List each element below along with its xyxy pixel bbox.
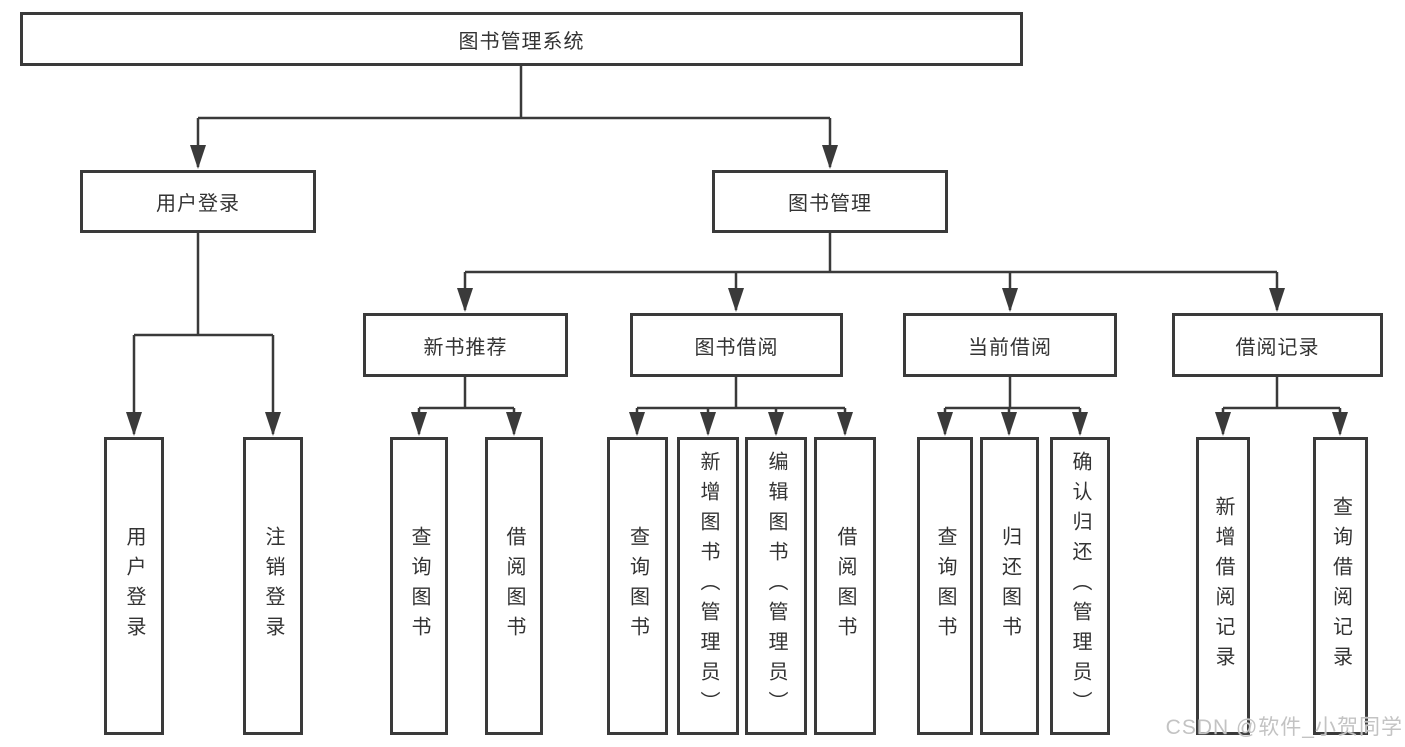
leaf-label: 新增借阅记录	[1212, 496, 1234, 676]
node-user-login-group: 用户登录	[80, 170, 316, 233]
leaf-label: 新增图书（管理员）	[697, 451, 719, 721]
node-leaf-add-borrow-record: 新增借阅记录	[1196, 437, 1250, 735]
node-leaf-borrow-books-1: 借阅图书	[485, 437, 543, 735]
leaf-label: 编辑图书（管理员）	[765, 451, 787, 721]
node-current-borrowing: 当前借阅	[903, 313, 1117, 377]
leaf-label: 查询图书	[934, 526, 956, 646]
node-leaf-edit-books-admin: 编辑图书（管理员）	[745, 437, 807, 735]
csdn-watermark: CSDN @软件_小贺同学	[1165, 716, 1403, 739]
leaf-label: 查询借阅记录	[1329, 496, 1352, 676]
node-leaf-query-books-2: 查询图书	[607, 437, 668, 735]
leaf-label: 注销登录	[262, 526, 284, 646]
node-leaf-user-login: 用户登录	[104, 437, 164, 735]
node-leaf-logout: 注销登录	[243, 437, 303, 735]
node-borrowing-records: 借阅记录	[1172, 313, 1383, 377]
node-leaf-borrow-books-2: 借阅图书	[814, 437, 876, 735]
node-leaf-query-borrow-record: 查询借阅记录	[1313, 437, 1368, 735]
node-leaf-query-books-1: 查询图书	[390, 437, 448, 735]
node-library-management-system: 图书管理系统	[20, 12, 1023, 66]
node-leaf-query-books-3: 查询图书	[917, 437, 973, 735]
leaf-label: 确认归还（管理员）	[1069, 451, 1091, 721]
node-book-borrowing: 图书借阅	[630, 313, 843, 377]
node-book-management: 图书管理	[712, 170, 948, 233]
node-new-book-recommend: 新书推荐	[363, 313, 568, 377]
leaf-label: 借阅图书	[834, 526, 856, 646]
leaf-label: 借阅图书	[503, 526, 525, 646]
node-leaf-confirm-return-admin: 确认归还（管理员）	[1050, 437, 1110, 735]
leaf-label: 查询图书	[408, 526, 430, 646]
node-leaf-return-books: 归还图书	[980, 437, 1039, 735]
node-leaf-add-books-admin: 新增图书（管理员）	[677, 437, 739, 735]
leaf-label: 归还图书	[998, 526, 1021, 646]
leaf-label: 用户登录	[123, 526, 145, 646]
leaf-label: 查询图书	[626, 526, 649, 646]
